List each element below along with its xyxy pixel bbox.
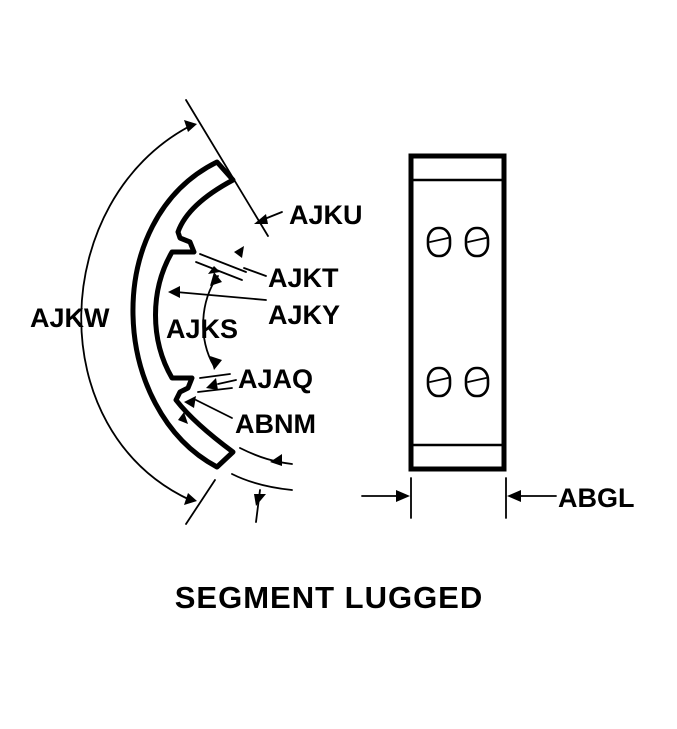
label-abnm: ABNM — [235, 409, 316, 439]
abgl-arrow-right — [507, 490, 521, 502]
ajkw-arrow-bottom — [184, 493, 197, 505]
ajks-arrow-top — [210, 272, 222, 286]
ajkt-ext-1 — [199, 253, 247, 273]
side-view — [361, 153, 557, 519]
abnm-arrow-2 — [178, 412, 188, 424]
ajkt-arrow-1 — [234, 246, 244, 258]
side-view-body — [408, 153, 507, 472]
abnm-leader — [195, 399, 233, 419]
bottom-angle-arrow-1 — [270, 454, 282, 466]
caption: SEGMENT LUGGED — [175, 580, 484, 615]
label-abgl: ABGL — [558, 483, 635, 513]
label-ajku: AJKU — [289, 200, 363, 230]
label-ajkw: AJKW — [30, 303, 110, 333]
lug-hole-top-right — [464, 226, 490, 258]
label-ajkt: AJKT — [268, 263, 339, 293]
label-ajaq: AJAQ — [238, 364, 313, 394]
ajaq-ext-2 — [197, 387, 233, 393]
segment-outline — [130, 159, 236, 470]
ajky-leader — [175, 291, 267, 301]
curved-segment-view — [80, 99, 293, 525]
lug-hole-top-left — [426, 226, 452, 258]
ajkw-arrow-top — [184, 120, 197, 132]
abnm-arrow-1 — [184, 396, 196, 408]
bottom-angle-arc-2 — [231, 473, 293, 491]
ajkt-leader — [243, 267, 267, 277]
ajaq-leader — [217, 379, 237, 385]
ajku-arrow — [254, 214, 268, 224]
ajkw-extension-bottom — [185, 479, 216, 525]
ajks-arrow-bottom — [210, 356, 222, 370]
ajky-arrow — [168, 286, 180, 298]
label-ajky: AJKY — [268, 300, 340, 330]
ajkw-extension-top — [185, 99, 269, 237]
abgl-arrow-left — [396, 490, 410, 502]
bottom-angle-arrow-2 — [254, 494, 266, 506]
lug-hole-bottom-left — [426, 366, 452, 398]
ajkw-dimension-arc — [80, 125, 191, 501]
bottom-angle-arc — [239, 447, 293, 465]
ajkt-arrow-2 — [208, 266, 220, 274]
ajaq-ext-1 — [199, 373, 231, 379]
lug-hole-bottom-right — [464, 366, 490, 398]
label-ajks: AJKS — [166, 314, 238, 344]
ajaq-arrow — [206, 378, 218, 390]
